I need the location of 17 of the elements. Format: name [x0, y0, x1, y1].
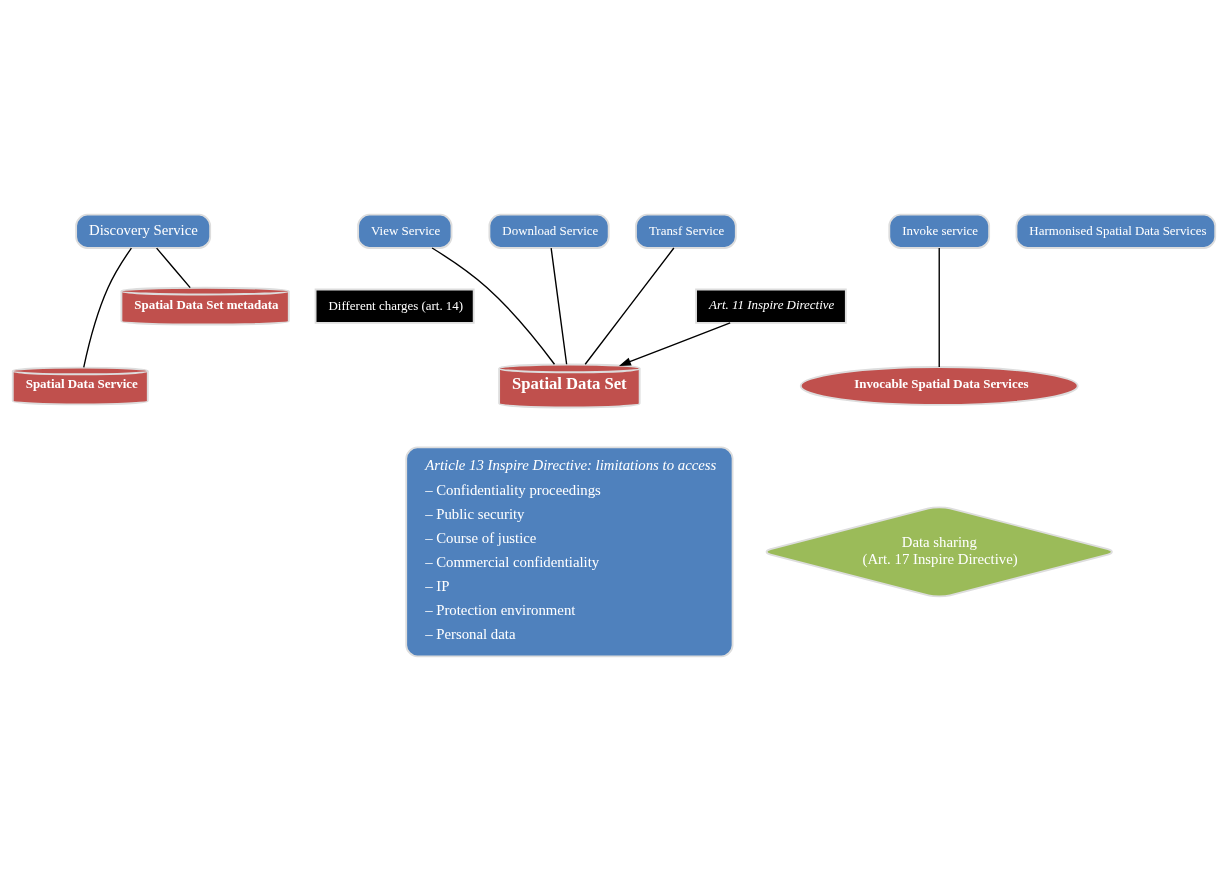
- node-box: View Service: [357, 213, 453, 249]
- node-box: Discovery Service: [75, 213, 212, 249]
- connector: [550, 247, 568, 365]
- node-box: Harmonised Spatial Data Services: [1015, 213, 1217, 249]
- connector: [584, 247, 675, 365]
- node-box: Transf Service: [635, 213, 737, 249]
- node-ellipse: Invocable Spatial Data Services: [799, 366, 1079, 406]
- node-box: Article 13 Inspire Directive: limitations to access – Confidentiality proceedings – Public security – Course of justice – Commercial confidentiality – IP – Protection environment – Personal data: [405, 446, 734, 658]
- node-box: Different charges (art. 14): [314, 288, 475, 324]
- arrow: [618, 322, 731, 366]
- connector: [155, 247, 191, 289]
- connector: [938, 247, 940, 368]
- node-box: Art. 11 Inspire Directive: [695, 288, 847, 324]
- connector: [83, 247, 133, 368]
- node-box: Download Service: [488, 213, 610, 249]
- node-box: Invoke service: [888, 213, 991, 249]
- connector: [431, 247, 556, 365]
